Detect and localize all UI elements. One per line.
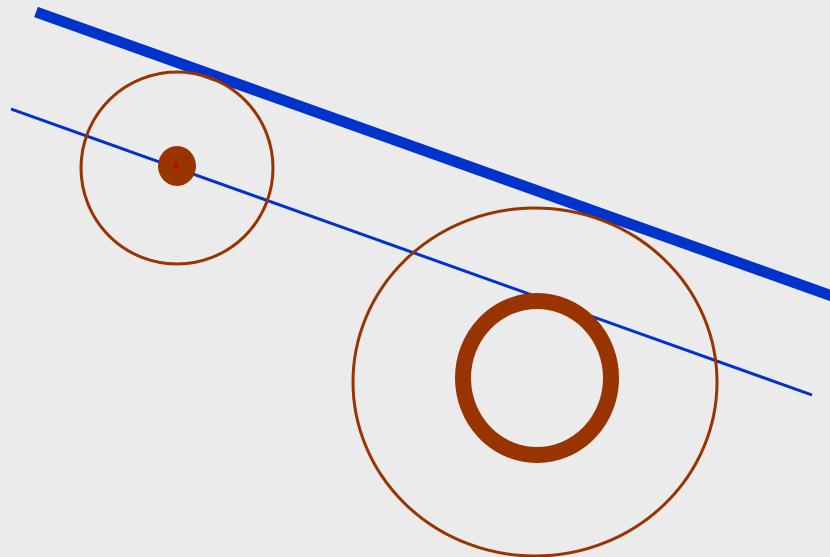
center-mark: [174, 162, 178, 170]
thin-line: [10, 107, 813, 397]
large-circle: [351, 206, 719, 557]
thick-tangent-line: [34, 6, 830, 302]
small-circle: [79, 70, 275, 266]
large-inner-ring: [455, 293, 619, 463]
